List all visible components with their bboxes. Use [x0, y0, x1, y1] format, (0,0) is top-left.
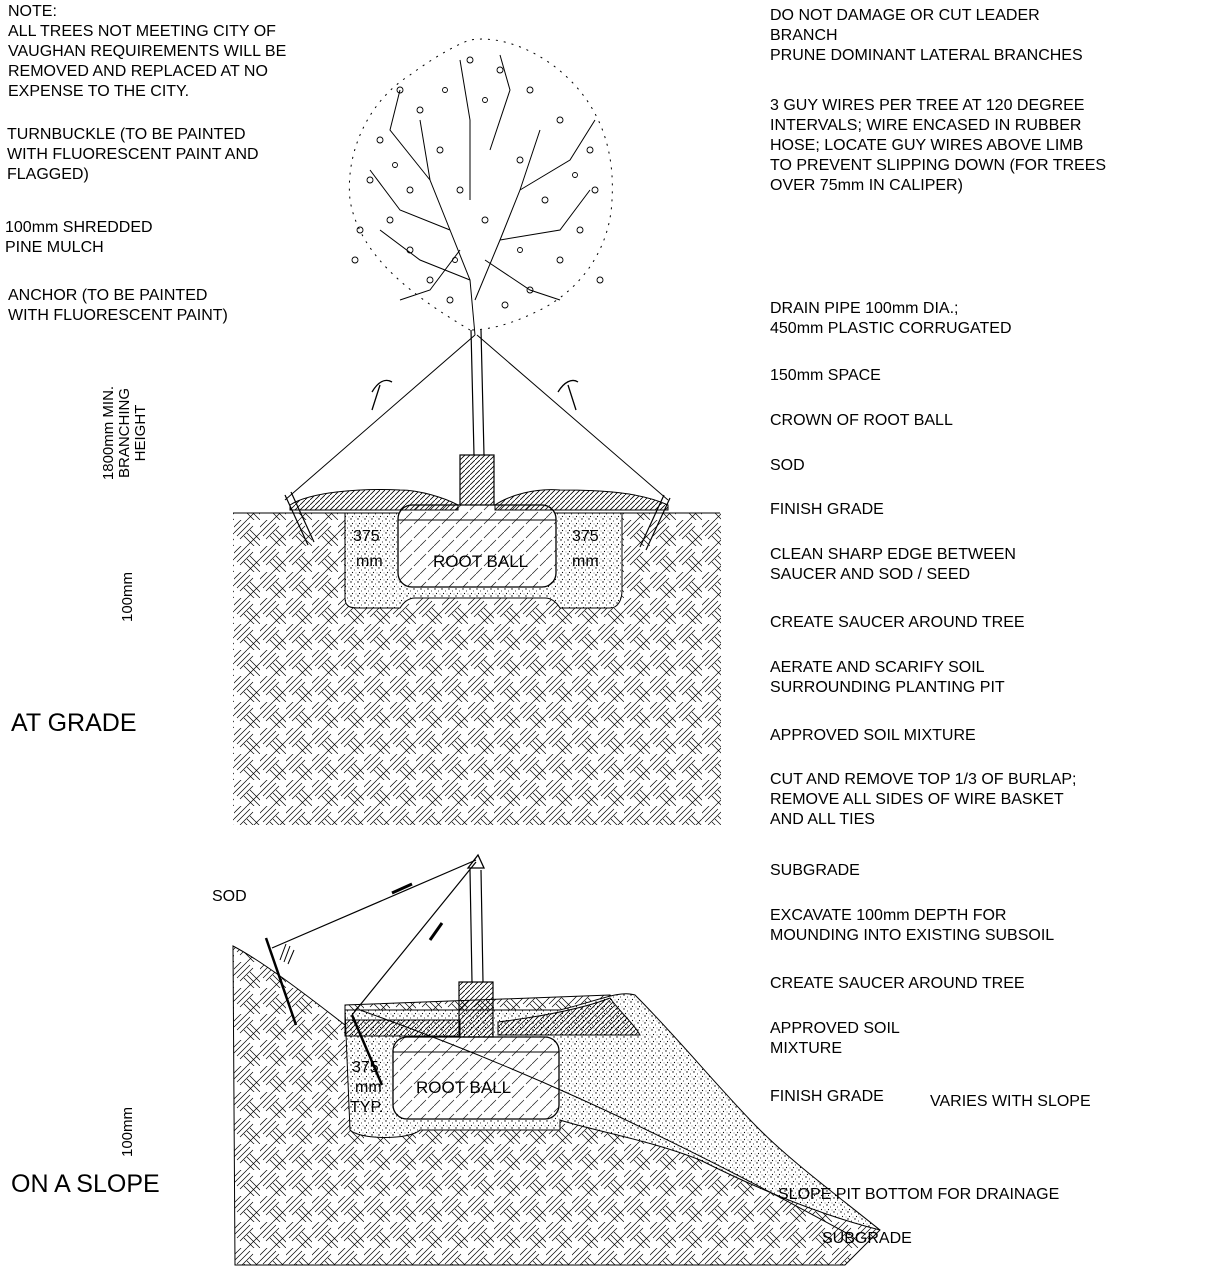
- trunk-wrap: [459, 454, 495, 508]
- note-excavate: EXCAVATE 100mm DEPTH FOR MOUNDING INTO E…: [770, 907, 1055, 944]
- trunk-slope: [469, 869, 484, 983]
- guy-wire-left: [284, 334, 476, 501]
- note-space: 150mm SPACE: [770, 367, 881, 384]
- label-mm-left: mm: [356, 553, 383, 570]
- turnbuckle-left: [371, 379, 393, 411]
- note-saucer: CREATE SAUCER AROUND TREE: [770, 614, 1025, 631]
- anchor-right: [639, 494, 671, 551]
- note-saucer-2: CREATE SAUCER AROUND TREE: [770, 975, 1025, 992]
- note-soil-mix-2: APPROVED SOIL MIXTURE: [770, 1020, 900, 1057]
- note-anchor: ANCHOR (TO BE PAINTED WITH FLUORESCENT P…: [8, 287, 228, 324]
- note-burlap: CUT AND REMOVE TOP 1/3 OF BURLAP; REMOVE…: [770, 771, 1077, 828]
- tree-leaves: [351, 56, 604, 309]
- label-375-right: 375: [572, 528, 599, 545]
- guy-wire-slope-lower: [351, 861, 477, 1016]
- label-375-left: 375: [353, 528, 380, 545]
- note-turnbuckle: TURNBUCKLE (TO BE PAINTED WITH FLUORESCE…: [7, 126, 259, 183]
- on-slope-detail: [232, 853, 881, 1266]
- guy-wire-slope-upper: [271, 859, 477, 949]
- sod-tuft: [279, 943, 295, 965]
- note-varies: VARIES WITH SLOPE: [930, 1093, 1091, 1110]
- anchor-slope-left: [264, 937, 298, 1026]
- tree-trunk: [470, 329, 485, 456]
- anchor-slope-right: [350, 1014, 384, 1086]
- trunk-wrap-slope: [458, 981, 494, 1038]
- label-root-ball-top: ROOT BALL: [433, 552, 528, 571]
- note-finish-grade-2: FINISH GRADE: [770, 1088, 884, 1105]
- tree-canopy: [348, 38, 613, 336]
- title-on-slope: ON A SLOPE: [11, 1170, 160, 1198]
- note-finish-grade: FINISH GRADE: [770, 501, 884, 518]
- dim-depth-bottom: 100mm: [119, 1106, 136, 1158]
- note-subgrade: SUBGRADE: [770, 862, 860, 879]
- note-clean-edge: CLEAN SHARP EDGE BETWEEN SAUCER AND SOD …: [770, 546, 1016, 583]
- at-grade-detail: [233, 38, 721, 825]
- label-mm-right: mm: [572, 553, 599, 570]
- label-root-ball-bottom: ROOT BALL: [416, 1078, 511, 1097]
- note-sod-slope: SOD: [212, 888, 247, 905]
- label-375-slope: 375: [352, 1059, 379, 1076]
- note-vaughan: NOTE: ALL TREES NOT MEETING CITY OF VAUG…: [8, 3, 287, 100]
- slope-drain-line: [359, 1009, 851, 1236]
- dim-depth-top: 100mm: [119, 571, 136, 623]
- note-leader: DO NOT DAMAGE OR CUT LEADER BRANCH PRUNE…: [770, 7, 1083, 64]
- mulch-right: [494, 489, 669, 511]
- title-at-grade: AT GRADE: [11, 709, 137, 737]
- label-mm-slope: mm: [355, 1079, 382, 1096]
- note-subgrade-2: SUBGRADE: [822, 1230, 912, 1247]
- turnbuckle-right: [557, 379, 579, 411]
- mulch-left: [289, 489, 459, 511]
- anchor-left: [284, 491, 315, 546]
- note-sod: SOD: [770, 457, 805, 474]
- guy-wire-right: [476, 334, 669, 501]
- note-aerate: AERATE AND SCARIFY SOIL SURROUNDING PLAN…: [770, 659, 1005, 696]
- note-drain: DRAIN PIPE 100mm DIA.; 450mm PLASTIC COR…: [770, 300, 1012, 337]
- note-crown: CROWN OF ROOT BALL: [770, 412, 953, 429]
- note-soil-mix: APPROVED SOIL MIXTURE: [770, 727, 976, 744]
- dim-branching-height: 1800mm MIN. BRANCHING HEIGHT: [100, 385, 149, 481]
- note-guy-wires: 3 GUY WIRES PER TREE AT 120 DEGREE INTER…: [770, 97, 1107, 194]
- label-typ-slope: TYP.: [350, 1099, 384, 1116]
- note-slope-pit: SLOPE PIT BOTTOM FOR DRAINAGE: [778, 1186, 1060, 1203]
- note-mulch: 100mm SHREDDED PINE MULCH: [5, 219, 153, 256]
